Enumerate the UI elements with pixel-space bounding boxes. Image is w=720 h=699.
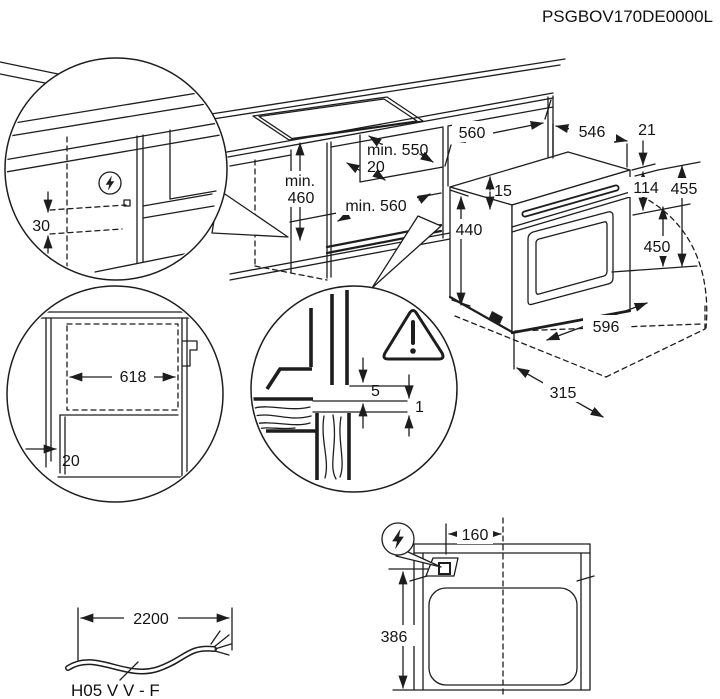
wood-grain xyxy=(253,406,343,480)
dim-total-height: 455 xyxy=(611,161,706,273)
dim-niche-depth: min. 550 xyxy=(367,135,434,163)
dim-label-1: 1 xyxy=(415,399,424,416)
dim-label-560: 560 xyxy=(459,125,486,142)
dim-inner-height: 440 xyxy=(449,189,487,307)
dim-oven-width: 596 xyxy=(546,302,648,341)
power-icon xyxy=(98,171,122,195)
dim-top-gap: 15 xyxy=(485,176,512,210)
cooktop-cutout xyxy=(252,96,424,141)
dim-label-min550: min. 550 xyxy=(367,142,428,159)
dim-label-min460-b: 460 xyxy=(288,190,315,207)
oven xyxy=(448,151,632,335)
detail-gap-warning: 5 1 xyxy=(250,285,458,493)
dim-plinth-recess: 20 xyxy=(25,444,80,470)
dim-outlet-offset: 30 xyxy=(32,191,53,254)
dim-cable-length: 2200 xyxy=(80,607,230,628)
connection-box xyxy=(425,557,459,577)
door-swing-arc xyxy=(640,195,708,329)
dim-label-21: 21 xyxy=(638,122,656,139)
dim-label-5: 5 xyxy=(371,383,380,400)
drawing-code: PSGBOV170DE0000L xyxy=(542,7,713,26)
dim-overhang: 21 xyxy=(631,122,659,177)
top-view: 160 386 xyxy=(373,517,595,698)
dim-pullout: 315 xyxy=(513,331,604,418)
callout-tail-gap xyxy=(371,215,442,289)
power-icon-topview xyxy=(381,522,415,556)
dim-label-386: 386 xyxy=(381,629,408,646)
cable-drawing xyxy=(65,630,232,681)
dimensions-main: 560 546 21 114 455 xyxy=(280,99,706,418)
warning-triangle-icon xyxy=(382,309,445,361)
dim-niche-height: min. 460 xyxy=(280,142,321,241)
dim-cabinet-width: 560 xyxy=(444,99,552,167)
dim-inner-width: 618 xyxy=(69,366,176,386)
dim-label-15: 15 xyxy=(494,183,512,200)
dim-gap-bottom: 1 xyxy=(404,374,424,437)
dim-label-114: 114 xyxy=(633,180,659,197)
dim-label-min460-a: min. xyxy=(285,173,315,190)
dim-connection-offset: 160 xyxy=(445,523,502,555)
oven-handle xyxy=(521,184,620,218)
dim-label-618: 618 xyxy=(120,369,147,386)
dim-label-596: 596 xyxy=(593,319,620,336)
dim-label-30: 30 xyxy=(32,218,50,235)
dim-label-440: 440 xyxy=(456,222,483,239)
dim-gap-top: 5 xyxy=(358,357,380,429)
detail-power-outlet: 30 xyxy=(4,57,228,281)
detail-cabinet-front: 618 20 xyxy=(6,285,224,503)
dim-label-min560: min. 560 xyxy=(345,198,406,215)
dim-topview-depth: 386 xyxy=(373,568,429,691)
dim-label-450: 450 xyxy=(644,239,671,256)
dim-front-height: 450 xyxy=(632,203,691,267)
dim-shelf-setback: 20 xyxy=(346,159,386,181)
dim-label-20-plinth: 20 xyxy=(62,453,80,470)
dim-label-2200: 2200 xyxy=(133,611,169,628)
dim-label-455: 455 xyxy=(671,181,698,198)
dim-label-315: 315 xyxy=(550,385,577,402)
dim-niche-width: min. 560 xyxy=(336,193,431,222)
oven-door-window xyxy=(527,211,614,306)
dim-label-546: 546 xyxy=(579,124,606,141)
cable-type-label: H05 V V - F xyxy=(71,681,160,699)
dim-label-160: 160 xyxy=(462,527,489,544)
dim-oven-depth: 546 xyxy=(552,120,628,168)
dim-upper-height: 114 xyxy=(628,171,664,211)
power-cable: 2200 H05 V V - F xyxy=(65,607,233,699)
dim-label-20-niche: 20 xyxy=(367,159,385,176)
